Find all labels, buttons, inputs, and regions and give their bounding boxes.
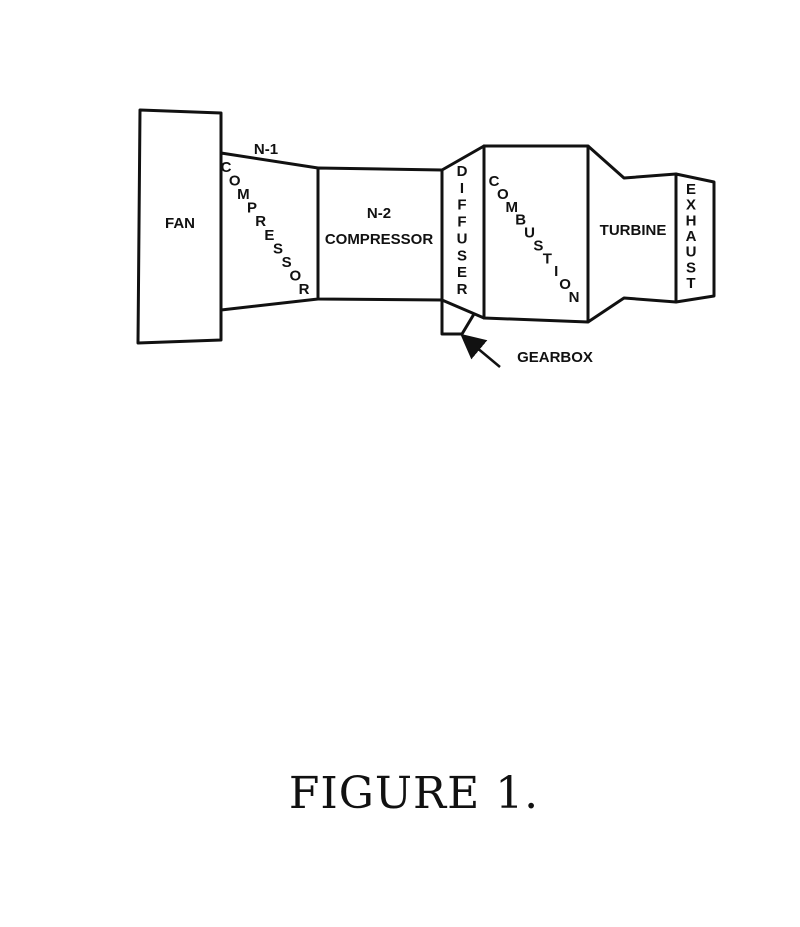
n1-label: N-1 <box>254 141 278 158</box>
turbine-label: TURBINE <box>600 222 667 239</box>
fan-section <box>136 108 223 345</box>
gearbox-label: GEARBOX <box>517 349 593 366</box>
figure-caption: FIGURE 1. <box>289 768 539 819</box>
n2-compressor-label: COMPRESSOR <box>325 231 434 248</box>
gearbox-section <box>440 300 476 336</box>
exhaust-section <box>674 172 716 304</box>
n2-label: N-2 <box>367 205 391 222</box>
gearbox-arrow <box>460 333 501 368</box>
fan-label: FAN <box>165 215 195 232</box>
